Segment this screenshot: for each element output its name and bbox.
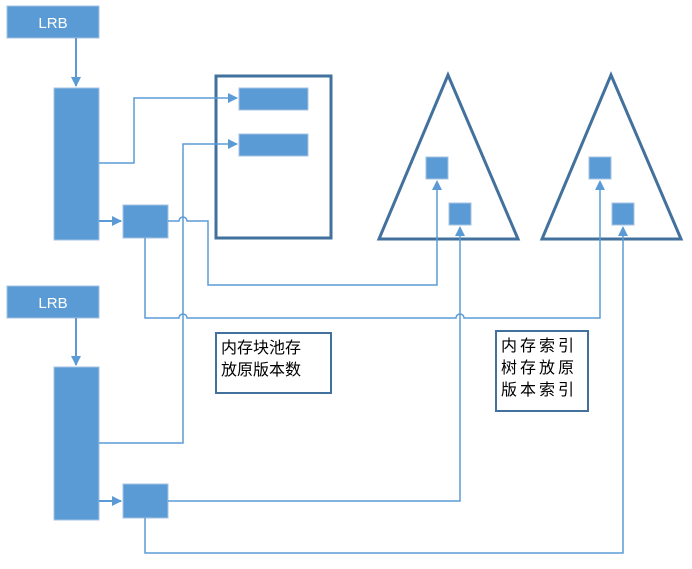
note-memory-pool-line-1: 内存块池存 (221, 338, 302, 357)
note-index-tree: 内存索引 树存放原 版本索引 (495, 330, 589, 412)
index-tree-1-node-2 (448, 202, 472, 226)
version-box-bottom (122, 483, 169, 519)
connector-bar-top-to-slot-1 (99, 93, 238, 164)
index-tree-2-node-2 (611, 202, 635, 226)
connector-bar-bottom-to-slot-2 (99, 139, 238, 444)
arrowhead-tree-1-node-1 (432, 180, 442, 190)
index-tree-1-node-1 (425, 156, 449, 180)
lrb-block-top: LRB (6, 5, 100, 39)
memory-pool-slot-2 (238, 133, 309, 157)
arrowhead-tree-1-node-2 (455, 226, 465, 236)
connector-box-bottom-to-tree-1 (168, 236, 461, 502)
arrowhead-tree-2-node-1 (595, 180, 605, 190)
buffer-bar-top (53, 87, 100, 241)
index-tree-2-node-1 (588, 156, 612, 180)
connector-box-top-to-tree-2 (144, 190, 601, 319)
index-tree-2 (539, 71, 684, 241)
version-box-top (122, 204, 169, 239)
lrb-label-top: LRB (38, 15, 67, 32)
note-index-tree-line-3: 版本索引 (501, 380, 578, 399)
index-tree-1 (376, 71, 521, 241)
note-index-tree-line-2: 树存放原 (501, 358, 578, 377)
buffer-bar-bottom (53, 366, 100, 521)
memory-pool-frame (214, 74, 333, 240)
note-memory-pool: 内存块池存 放原版本数 (215, 332, 332, 394)
lrb-label-bottom: LRB (38, 295, 67, 312)
note-index-tree-line-1: 内存索引 (501, 336, 578, 355)
connector-box-top-to-tree-1-path (168, 190, 438, 286)
connector-box-bottom-to-tree-2 (144, 236, 624, 554)
note-memory-pool-line-2: 放原版本数 (221, 360, 302, 379)
arrowhead-tree-2-node-2 (618, 226, 628, 236)
memory-pool-slot-1 (238, 87, 309, 111)
lrb-block-bottom: LRB (6, 285, 100, 319)
